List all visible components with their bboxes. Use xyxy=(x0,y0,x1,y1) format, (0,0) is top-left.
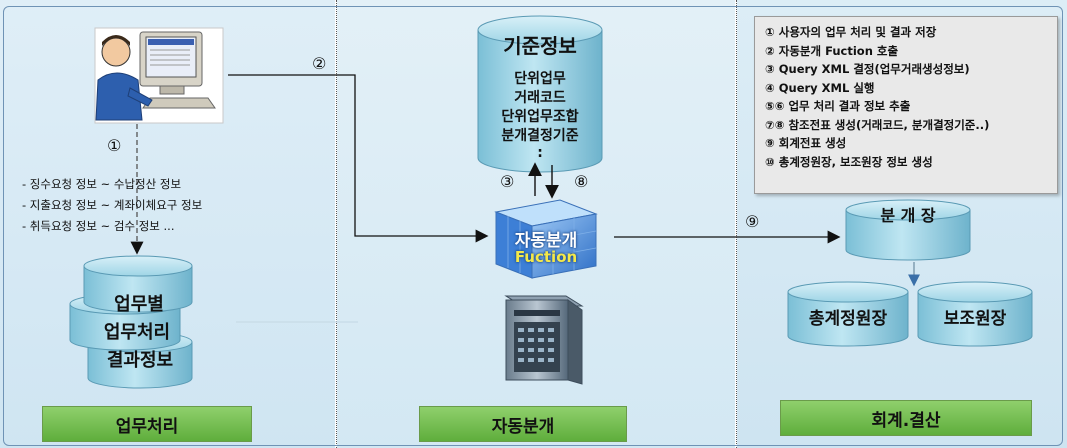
standard-info-line5: : xyxy=(537,145,543,161)
arrow-step-2 xyxy=(228,74,489,243)
info-line: - 취득요청 정보 ~ 검수 정보 ... xyxy=(22,219,175,233)
sub-ledger-db xyxy=(917,281,1033,347)
user-computer-icon xyxy=(94,27,224,124)
step-9-label: ⑨ xyxy=(745,212,760,231)
legend-item: ⑦⑧ 참조전표 생성(거래코드, 분개결정기준..) xyxy=(765,117,990,132)
sub-ledger-label: 보조원장 xyxy=(943,309,1007,329)
auto-journal-cube xyxy=(494,199,598,279)
standard-info-line4: 분개결정기준 xyxy=(501,128,579,144)
general-ledger-db xyxy=(787,281,909,347)
standard-info-line2: 거래코드 xyxy=(514,90,566,106)
general-ledger-label: 총계정원장 xyxy=(808,309,888,329)
standard-info-line1: 단위업무 xyxy=(514,71,566,87)
legend-item: ② 자동분개 Fuction 호출 xyxy=(765,43,899,58)
business-db-line1: 업무별 xyxy=(114,294,164,315)
step-2-label: ② xyxy=(312,54,327,73)
journal-db xyxy=(845,199,971,261)
panel-label-auto-journal: 자동분개 xyxy=(419,406,627,442)
standard-info-title: 기준정보 xyxy=(503,34,577,58)
auto-function-line2: Fuction xyxy=(514,248,578,266)
legend-item: ① 사용자의 업무 처리 및 결과 저장 xyxy=(765,25,937,39)
divider-left xyxy=(336,0,337,448)
step-1-label: ① xyxy=(107,136,122,155)
legend-box: ① 사용자의 업무 처리 및 결과 저장 ② 자동분개 Fuction 호출 ③… xyxy=(754,16,1058,194)
info-line: - 징수요청 정보 ~ 수납정산 정보 xyxy=(22,177,182,191)
legend-item: ⑩ 총계정원장, 보조원장 정보 생성 xyxy=(765,154,933,169)
auto-function-line1: 자동분개 xyxy=(514,231,578,251)
business-db-line3: 결과정보 xyxy=(106,350,174,371)
business-info-list: - 징수요청 정보 ~ 수납정산 정보 - 지출요청 정보 ~ 계좌이체요구 정… xyxy=(22,174,202,237)
business-db-line2: 업무처리 xyxy=(103,322,171,343)
step-3-label: ③ xyxy=(500,172,515,191)
standard-info-db xyxy=(477,15,603,173)
server-icon xyxy=(504,295,584,385)
panel-label-accounting: 회계.결산 xyxy=(780,400,1032,436)
legend-item: ③ Query XML 결정(업무거래생성정보) xyxy=(765,62,970,76)
panel-label-business: 업무처리 xyxy=(42,406,252,442)
legend-item: ④ Query XML 실행 xyxy=(765,80,875,95)
divider-right xyxy=(736,0,737,448)
standard-info-line3: 단위업무조합 xyxy=(501,109,579,125)
info-line: - 지출요청 정보 ~ 계좌이체요구 정보 xyxy=(22,198,203,212)
business-result-db xyxy=(69,255,193,389)
legend-item: ⑤⑥ 업무 처리 결과 정보 추출 xyxy=(765,99,911,113)
step-8-label: ⑧ xyxy=(574,172,589,191)
journal-title: 분 개 장 xyxy=(880,206,936,225)
legend-item: ⑨ 회계전표 생성 xyxy=(765,136,847,150)
